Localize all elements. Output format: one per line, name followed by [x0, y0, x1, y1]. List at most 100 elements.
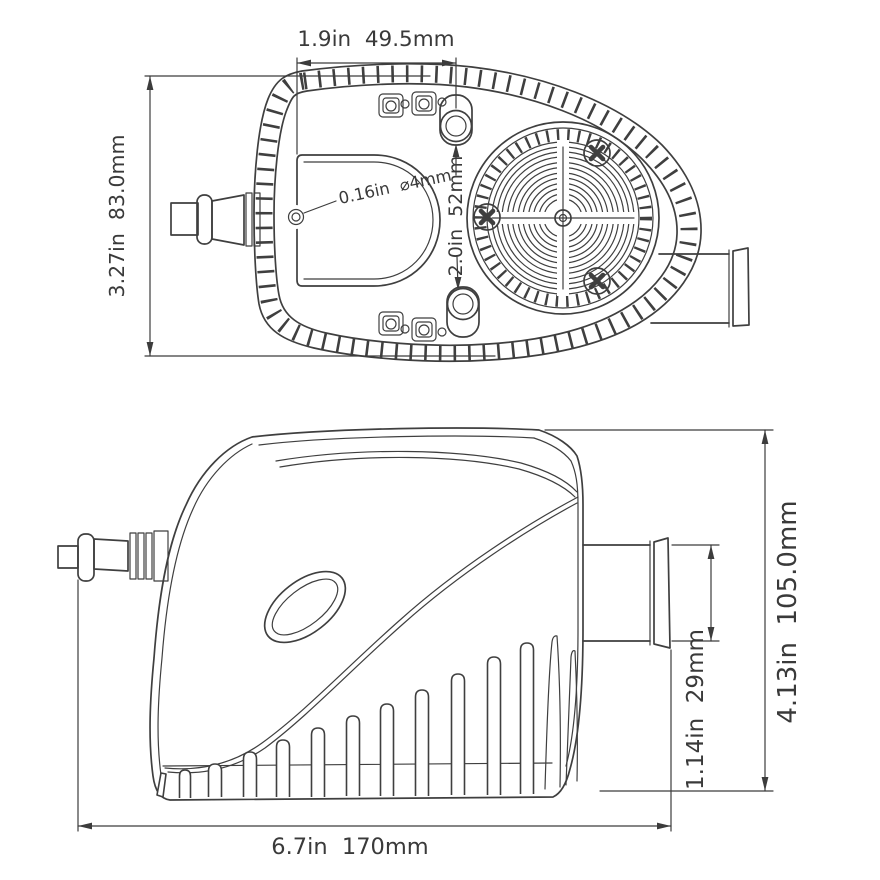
shoulder-curve	[275, 450, 578, 493]
gland-ring	[129, 532, 137, 580]
mounting-hole-inner	[445, 115, 467, 137]
gland-flange	[77, 533, 95, 582]
grille-screw	[583, 267, 611, 295]
screw-cross	[588, 272, 606, 290]
rim-boss	[411, 91, 437, 116]
dim-label-overall-height: 4.13in 105.0mm	[773, 500, 803, 723]
pump-body-side	[149, 427, 584, 801]
float-chamber-outer	[296, 154, 441, 287]
pilot-hole-outer	[287, 208, 305, 226]
rim-screw-hole	[418, 98, 430, 110]
grille-hub-outer	[554, 209, 572, 227]
arrowhead-right	[657, 822, 671, 830]
gland-ring	[145, 532, 153, 580]
gland-collar	[153, 530, 169, 582]
comb-slot	[414, 689, 430, 796]
parting-curve-inner	[167, 502, 578, 774]
comb-slot	[379, 703, 395, 796]
dim-overall-height: 4.13in 105.0mm	[544, 429, 803, 792]
grille-screw	[473, 203, 501, 231]
comb-slot	[450, 673, 466, 795]
dim-label-hole-spacing: 2.0in 52mm	[445, 156, 467, 277]
comb-slot	[310, 727, 326, 797]
oval-recess	[263, 570, 347, 644]
rim-boss-inner	[382, 97, 400, 114]
dim-outlet-diameter: 1.14in 29mm	[671, 544, 720, 790]
oval-recess-inner	[271, 578, 339, 636]
rim-screw-hole	[385, 318, 397, 330]
gland-ring	[253, 192, 261, 247]
dim-body-width: 3.27in 83.0mm	[105, 75, 496, 357]
arrowhead-down	[761, 777, 769, 791]
grille-screw	[583, 139, 611, 167]
dim-label-overall-length: 6.7in 170mm	[271, 834, 428, 860]
mounting-hole-outer	[439, 109, 473, 143]
comb-slot	[275, 739, 291, 797]
comb-corner-sliver	[156, 772, 167, 798]
arrowhead-up	[761, 430, 769, 444]
rim-boss-inner	[382, 315, 400, 332]
grille-hub-inner	[558, 213, 568, 223]
arrowhead-down	[146, 342, 154, 356]
dim-label-body-width: 3.27in 83.0mm	[105, 135, 129, 298]
comb-slot-edge-on	[565, 650, 578, 786]
strainer-grille	[466, 121, 660, 315]
float-chamber-inner	[303, 161, 434, 280]
comb-slot-edge-on	[544, 635, 561, 790]
wire-stub	[170, 202, 199, 236]
rim-details-top	[378, 91, 447, 118]
rim-boss	[411, 317, 437, 342]
screw-head	[473, 203, 501, 231]
rim-screw-hole	[385, 100, 397, 112]
pilot-hole-leader-line	[303, 200, 337, 214]
gland-ring	[137, 532, 145, 580]
pilot-hole-clearance	[284, 205, 308, 229]
gland-flange	[196, 194, 213, 245]
mounting-tab-bottom	[446, 286, 480, 338]
gland-barrel	[93, 538, 129, 572]
left-edge-inner-line	[157, 443, 253, 776]
rim-screw-hole	[418, 324, 430, 336]
rim-small-hole	[400, 99, 410, 109]
arrowhead-up	[146, 76, 154, 90]
comb-slot	[207, 763, 223, 797]
comb-slot	[486, 656, 502, 795]
dim-hole-spacing: 2.0in 52mm	[445, 144, 467, 290]
outlet-port-side-view	[582, 537, 671, 649]
dim-label-outlet-diameter: 1.14in 29mm	[683, 629, 709, 790]
screw-head	[583, 139, 611, 167]
body-inner-outline	[273, 82, 678, 347]
rim-details-bottom	[378, 311, 447, 342]
strainer-comb	[156, 635, 578, 798]
wire-stub	[57, 545, 79, 569]
comb-slot	[242, 751, 258, 797]
top-view: 0.16in ⌀4mm	[105, 27, 750, 363]
cable-gland-top-view	[170, 192, 261, 247]
mounting-tab-outline	[446, 286, 480, 338]
rim-small-hole	[400, 324, 410, 334]
grille-radial-ticks	[474, 129, 652, 307]
pilot-hole: 0.16in ⌀4mm	[284, 165, 453, 229]
outlet-port-top-view	[650, 247, 750, 328]
rim-slot-ticks	[255, 65, 698, 362]
side-view: 4.13in 105.0mm 1.14in 29mm 6.7in 170mm	[57, 427, 803, 860]
arrowhead-down	[454, 277, 462, 290]
outlet-barb-flare	[653, 537, 671, 649]
screw-cross	[588, 144, 606, 162]
pilot-hole-inner	[291, 212, 301, 222]
comb-slot	[178, 769, 192, 798]
cable-gland-side-view	[57, 530, 169, 582]
gland-cone	[211, 194, 245, 246]
arrowhead-up	[452, 144, 460, 157]
rim-small-hole	[437, 327, 447, 337]
gland-ring	[245, 192, 253, 247]
screw-head	[583, 267, 611, 295]
pilot-hole-label: 0.16in ⌀4mm	[337, 165, 453, 207]
dim-overall-length: 6.7in 170mm	[77, 579, 672, 860]
dim-hole-offset: 1.9in 49.5mm	[296, 27, 457, 155]
top-edge-inner-line	[258, 435, 535, 446]
screw-cross	[478, 208, 496, 226]
arrowhead-down	[707, 627, 715, 641]
